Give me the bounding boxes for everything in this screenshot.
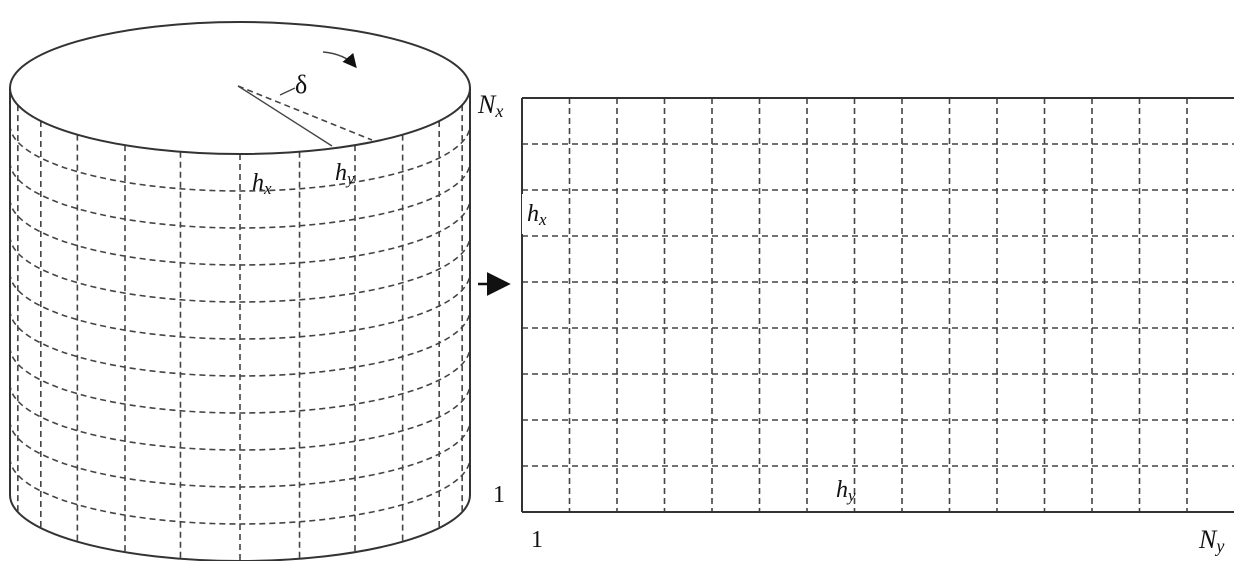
grid-dashed-lines [522, 98, 1234, 512]
cylinder-vertical-gridlines [17, 105, 463, 561]
nx-label: Nx [477, 90, 503, 121]
cylinder-bottom-edge [9, 494, 471, 561]
cylinder-horizontal-gridline [9, 198, 471, 266]
cylinder-horizontal-gridline [9, 420, 471, 488]
sector-line-2 [237, 85, 373, 141]
cylinder-horizontal-gridline [9, 272, 471, 340]
cylinder-horizontal-gridline [9, 383, 471, 451]
cylinder-horizontal-gridline [9, 457, 471, 525]
delta-label: δ [295, 70, 307, 99]
unrolled-grid: Nx hx hy 1 1 Ny [477, 90, 1234, 556]
ny-label: Ny [1198, 525, 1224, 556]
row-origin-label: 1 [493, 482, 505, 508]
grid-hy-label: hy [836, 477, 856, 505]
hx-label-background [522, 194, 558, 234]
cylinder-horizontal-gridline [9, 235, 471, 303]
cylinder-horizontal-gridlines [9, 124, 471, 525]
cylinder-horizontal-gridline [9, 309, 471, 377]
col-origin-label: 1 [531, 527, 543, 553]
cylinder: δ hx hy [9, 21, 471, 561]
cylinder-horizontal-gridline [9, 161, 471, 229]
cylinder-hx-label: hx [252, 170, 272, 198]
cylinder-horizontal-gridline [9, 346, 471, 414]
cylinder-hy-label: hy [335, 160, 355, 188]
delta-leader-line [279, 87, 296, 96]
grid-hx-label: hx [527, 201, 547, 229]
rotation-arrow-icon [322, 51, 357, 69]
cylinder-horizontal-gridline [9, 124, 471, 192]
cylinder-top-face [9, 21, 471, 155]
sector-line-1 [237, 85, 333, 147]
